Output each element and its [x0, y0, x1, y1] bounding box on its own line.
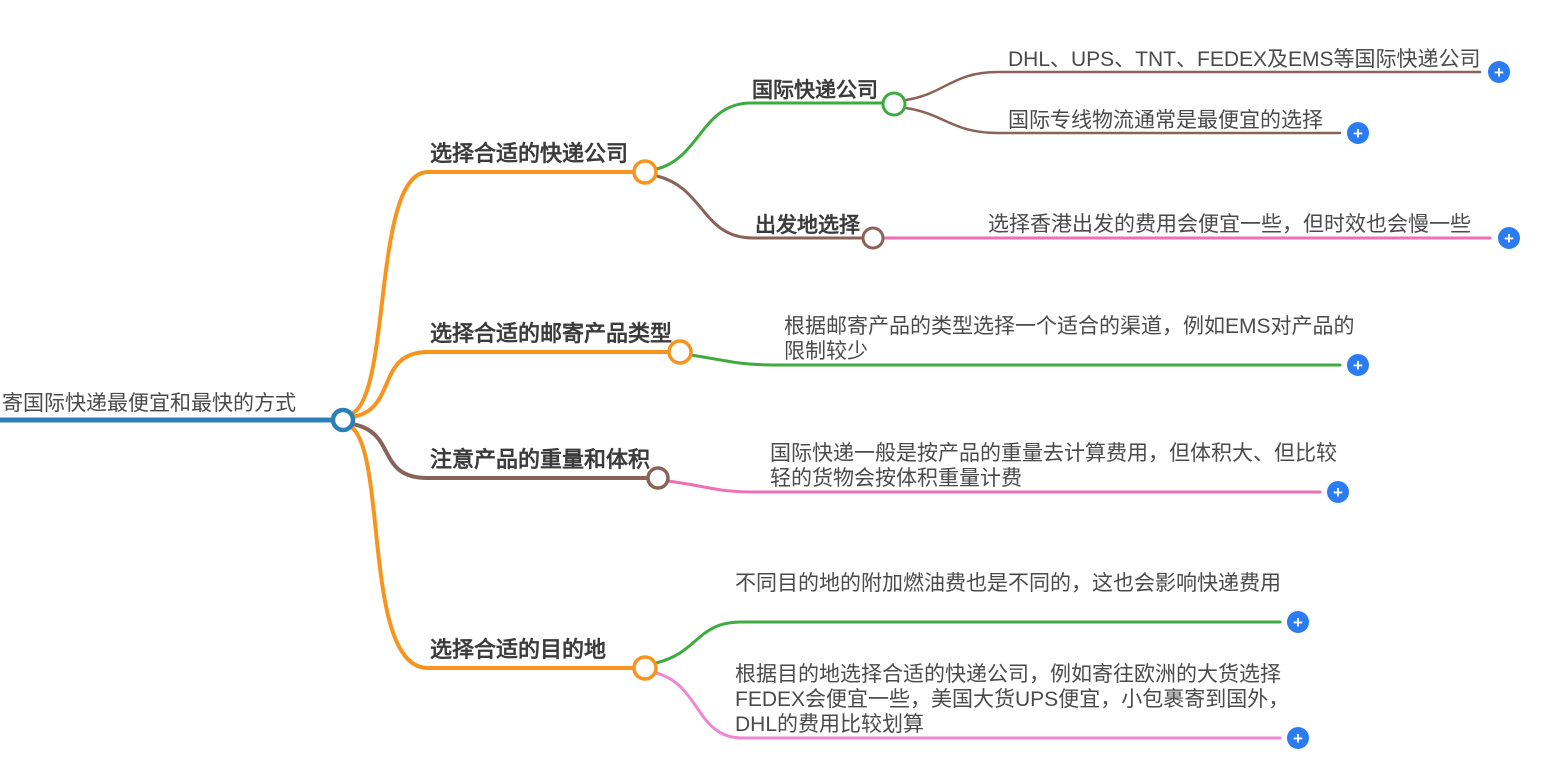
leaf-destination-label[interactable]: 根据目的地选择合适的快递公司，例如寄往欧洲的大货选择FEDEX会便宜一些，美国大…	[735, 663, 1290, 736]
leaf-weight-label[interactable]: 国际快递一般是按产品的重量去计算费用，但体积大、但比较轻的货物会按体积重量计费	[770, 442, 1337, 490]
add-child-button[interactable]: +	[1287, 611, 1309, 633]
leaf-channel-line	[689, 353, 1342, 367]
plus-icon: +	[1353, 355, 1363, 375]
branch1-line	[349, 170, 634, 416]
leaf-dedicated-label[interactable]: 国际专线物流通常是最便宜的选择	[1008, 109, 1323, 132]
branch1-sub2-node-circle[interactable]	[861, 226, 885, 250]
branch4-line	[348, 424, 634, 670]
leaf-dedicated-line	[904, 106, 1342, 135]
branch3-node-circle[interactable]	[646, 466, 670, 490]
root-node-circle[interactable]	[330, 407, 356, 433]
add-child-button[interactable]: +	[1347, 354, 1369, 376]
leaf-weight-line	[666, 479, 1322, 494]
branch1-sub1-topic-label[interactable]: 国际快递公司	[752, 79, 878, 102]
plus-icon: +	[1333, 482, 1343, 502]
plus-icon: +	[1293, 612, 1303, 632]
plus-icon: +	[1494, 62, 1504, 82]
leaf-dhl-label[interactable]: DHL、UPS、TNT、FEDEX及EMS等国际快递公司	[1008, 48, 1481, 71]
leaf-channel-label[interactable]: 根据邮寄产品的类型选择一个适合的渠道，例如EMS对产品的限制较少	[784, 315, 1355, 363]
branch1-sub1-node-circle[interactable]	[881, 91, 907, 117]
branch1-sub2-topic-label[interactable]: 出发地选择	[755, 214, 860, 237]
plus-icon: +	[1504, 228, 1514, 248]
leaf-dhl-line	[904, 70, 1482, 102]
plus-icon: +	[1353, 123, 1363, 143]
leaf-fuel-line	[654, 620, 1282, 665]
plus-icon: +	[1293, 728, 1303, 748]
leaf-fuel-label[interactable]: 不同目的地的附加燃油费也是不同的，这也会影响快递费用	[735, 572, 1281, 595]
add-child-button[interactable]: +	[1498, 227, 1520, 249]
branch2-line	[350, 350, 669, 419]
add-child-button[interactable]: +	[1347, 122, 1369, 144]
branch2-topic-label[interactable]: 选择合适的邮寄产品类型	[430, 321, 673, 346]
branch4-node-circle[interactable]	[632, 655, 658, 681]
branch3-line	[350, 422, 648, 480]
branch2-node-circle[interactable]	[667, 339, 693, 365]
branch1-node-circle[interactable]	[632, 159, 658, 185]
branch1-topic-label[interactable]: 选择合适的快递公司	[430, 141, 629, 166]
branch1-sub1-line	[655, 101, 883, 171]
branch4-topic-label[interactable]: 选择合适的目的地	[430, 637, 607, 662]
root-topic-label[interactable]: 寄国际快递最便宜和最快的方式	[2, 392, 296, 415]
add-child-button[interactable]: +	[1287, 727, 1309, 749]
leaf-destination-line	[654, 671, 1282, 740]
leaf-hongkong-label[interactable]: 选择香港出发的费用会便宜一些，但时效也会慢一些	[988, 213, 1471, 236]
branch1-sub2-line	[655, 174, 863, 240]
branch3-topic-label[interactable]: 注意产品的重量和体积	[430, 447, 651, 472]
add-child-button[interactable]: +	[1327, 481, 1349, 503]
add-child-button[interactable]: +	[1488, 61, 1510, 83]
